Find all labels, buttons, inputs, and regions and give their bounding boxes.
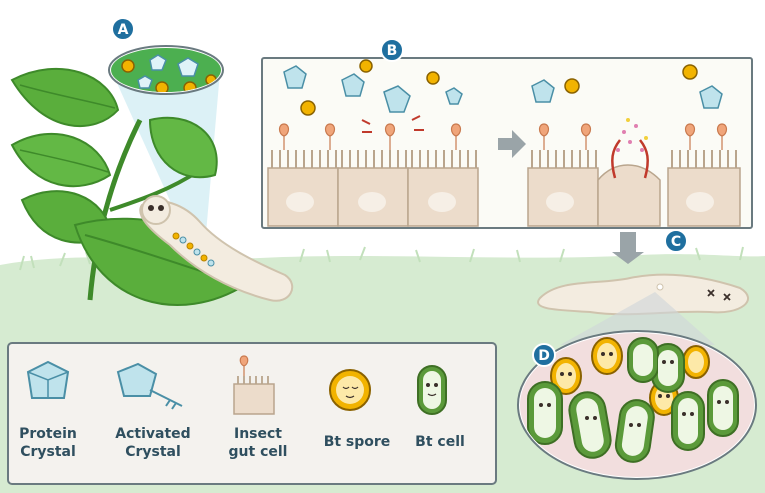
zoom-cone-d: [560, 292, 715, 345]
legend-bt-spore-label: Bt spore: [324, 434, 391, 450]
caterpillar-eye: [158, 205, 164, 211]
legend-bt-cell-icon: [417, 365, 447, 415]
binding-burst: [361, 115, 424, 133]
legend-gut-cell-label-2: gut cell: [229, 444, 288, 460]
legend-protein-crystal-label-1: Protein: [19, 426, 77, 442]
legend-bt-spore-icon: [329, 369, 371, 411]
bubble-a: [108, 45, 224, 95]
legend-protein-crystal-label-2: Crystal: [20, 444, 76, 460]
receptors-right: [538, 123, 728, 150]
gut-cells-damaged: [527, 118, 741, 227]
legend: Protein Crystal Activated Crystal Insect…: [7, 342, 497, 485]
legend-activated-crystal-icon: [116, 362, 183, 410]
dead-caterpillar: [537, 273, 749, 316]
marker-c: C: [664, 229, 688, 253]
marker-b: B: [380, 38, 404, 62]
svg-text:B: B: [387, 43, 398, 59]
legend-protein-crystal-icon: [26, 360, 70, 399]
receptors: [278, 123, 462, 150]
marker-a: A: [111, 17, 135, 41]
gut-cells-intact: [267, 150, 479, 227]
process-arrow: [498, 130, 526, 158]
caterpillar: [139, 195, 294, 302]
svg-text:C: C: [671, 234, 681, 250]
leaf: [10, 67, 120, 128]
caterpillar-eye: [148, 205, 154, 211]
legend-activated-crystal-label-1: Activated: [115, 426, 190, 442]
panel-b: [261, 57, 753, 229]
legend-activated-crystal-label-2: Crystal: [125, 444, 181, 460]
spores: [300, 59, 440, 116]
legend-gut-cell-icon: [233, 355, 275, 415]
activated-crystals-right: [531, 79, 723, 109]
down-arrow: [612, 232, 644, 264]
bubble-d: [517, 330, 757, 480]
legend-gut-cell-label-1: Insect: [234, 426, 282, 442]
leaf: [148, 116, 218, 179]
activated-crystals: [283, 65, 463, 113]
svg-text:A: A: [118, 22, 129, 38]
spores-right: [564, 64, 698, 94]
svg-text:D: D: [538, 348, 550, 364]
legend-bt-cell-label: Bt cell: [415, 434, 465, 450]
marker-d: D: [532, 343, 556, 367]
grass-blades: [19, 246, 744, 271]
